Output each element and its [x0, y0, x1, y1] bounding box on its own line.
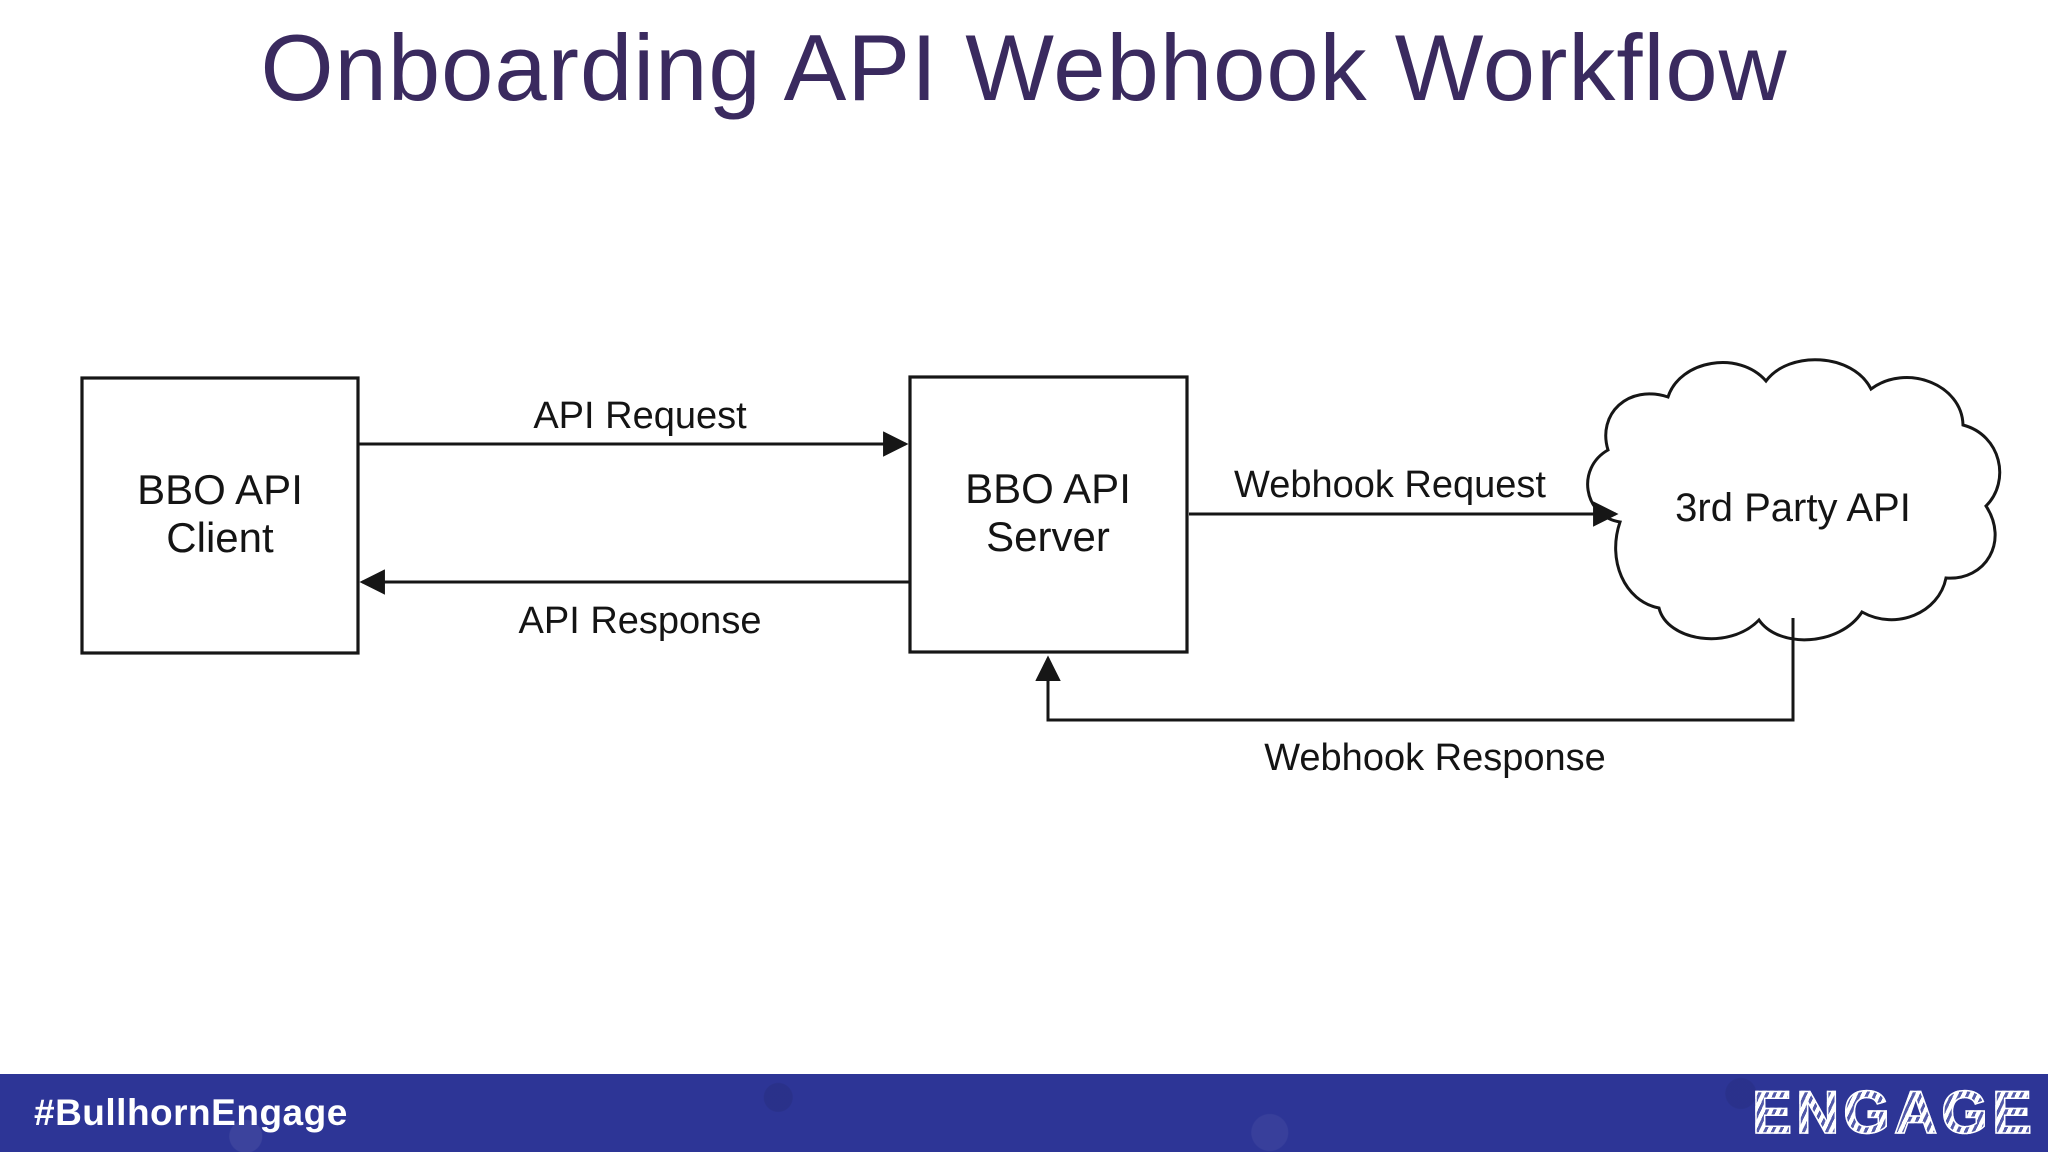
- engage-logo: ENGAGE: [1751, 1079, 2036, 1147]
- third-party-label: 3rd Party API: [1675, 486, 1911, 530]
- server-node-label-line1: BBO API: [965, 465, 1131, 512]
- page-title: Onboarding API Webhook Workflow: [260, 15, 1788, 120]
- client-node-box: [80, 376, 360, 655]
- server-node-label-line2: Server: [986, 513, 1110, 560]
- footer-bar: #BullhornEngage ENGAGE: [0, 1074, 2048, 1152]
- webhook-request-label: Webhook Request: [1234, 464, 1546, 506]
- webhook-response-label: Webhook Response: [1264, 737, 1606, 779]
- client-node-label-line2: Client: [166, 514, 274, 561]
- server-node-box: [908, 375, 1189, 654]
- api-response-label: API Response: [519, 600, 762, 642]
- api-request-label: API Request: [533, 395, 747, 437]
- webhook-response-arrow: [1035, 618, 1795, 722]
- client-node-label-line1: BBO API: [137, 466, 303, 513]
- hashtag-label: #BullhornEngage: [34, 1092, 348, 1133]
- third-party-cloud: [1586, 358, 2002, 642]
